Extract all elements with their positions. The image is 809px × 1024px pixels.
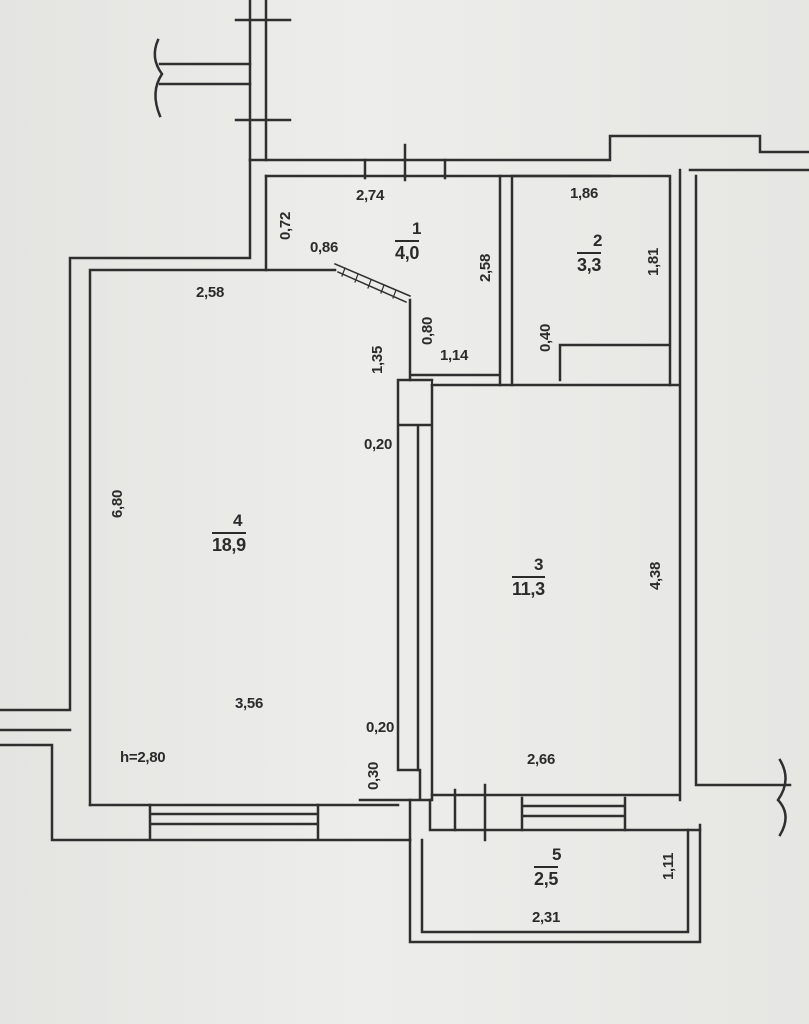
room1-door-hatch <box>341 267 397 299</box>
dim-room4-top: 2,58 <box>196 284 224 301</box>
room-4-number: 4 <box>233 511 243 530</box>
dim-room4-bottom: 3,56 <box>235 695 263 712</box>
dim-room3-right: 4,38 <box>647 562 664 590</box>
room-3-number: 3 <box>534 555 544 574</box>
shaft-tick <box>234 18 292 122</box>
stub-wall <box>158 62 252 86</box>
dim-room1-bottom: 1,14 <box>440 347 468 364</box>
room1-door <box>334 263 411 303</box>
room-1-area: 4,0 <box>395 240 419 262</box>
room1-wall <box>264 174 502 387</box>
dim-room3-bottom: 2,66 <box>527 751 555 768</box>
dim-room4-corner: 1,35 <box>369 346 386 374</box>
dim-room4-left: 6,80 <box>109 490 126 518</box>
dim-room4-wall-side: 0,30 <box>365 762 382 790</box>
dim-room1-right: 2,58 <box>477 254 494 282</box>
room-5-area: 2,5 <box>534 866 558 888</box>
dim-room5-bottom: 2,31 <box>532 909 560 926</box>
partition-wall <box>396 378 434 802</box>
break-mark <box>153 38 164 118</box>
ceiling-height: h=2,80 <box>120 749 166 766</box>
room3-wall <box>430 168 792 802</box>
dim-room1-left: 0,72 <box>277 212 294 240</box>
dim-room1-door: 0,80 <box>419 317 436 345</box>
shaft-wall <box>248 0 268 162</box>
outer-wall-top <box>248 134 809 178</box>
room-5-number: 5 <box>552 845 562 864</box>
break-mark-right <box>776 758 787 837</box>
room-2-area: 3,3 <box>577 252 601 274</box>
room-3-area: 11,3 <box>512 576 545 598</box>
window-room3 <box>520 796 627 832</box>
dim-room4-wall-top: 0,20 <box>364 436 392 453</box>
dim-room1-diag: 0,86 <box>310 239 338 256</box>
wall-column <box>397 379 433 426</box>
dim-room4-wall-bottom: 0,20 <box>366 719 394 736</box>
partition-wall-lower <box>358 768 432 802</box>
dim-room2-top: 1,86 <box>570 185 598 202</box>
dim-room2-left: 0,40 <box>537 324 554 352</box>
outer-wall-left <box>0 158 268 807</box>
window-top <box>363 158 447 180</box>
room2-wall <box>510 174 672 387</box>
window-room3-tick <box>453 783 487 842</box>
outer-wall-left-lower <box>0 728 412 842</box>
balcony-wall <box>408 823 702 944</box>
lower-wall <box>408 798 702 842</box>
room-2-number: 2 <box>593 231 603 250</box>
room-1-number: 1 <box>412 219 422 238</box>
window-room4 <box>148 803 320 840</box>
dim-room2-right: 1,81 <box>645 248 662 276</box>
dim-room5-right: 1,11 <box>660 852 677 880</box>
dim-room1-top: 2,74 <box>356 187 384 204</box>
room-4-area: 18,9 <box>212 532 246 554</box>
